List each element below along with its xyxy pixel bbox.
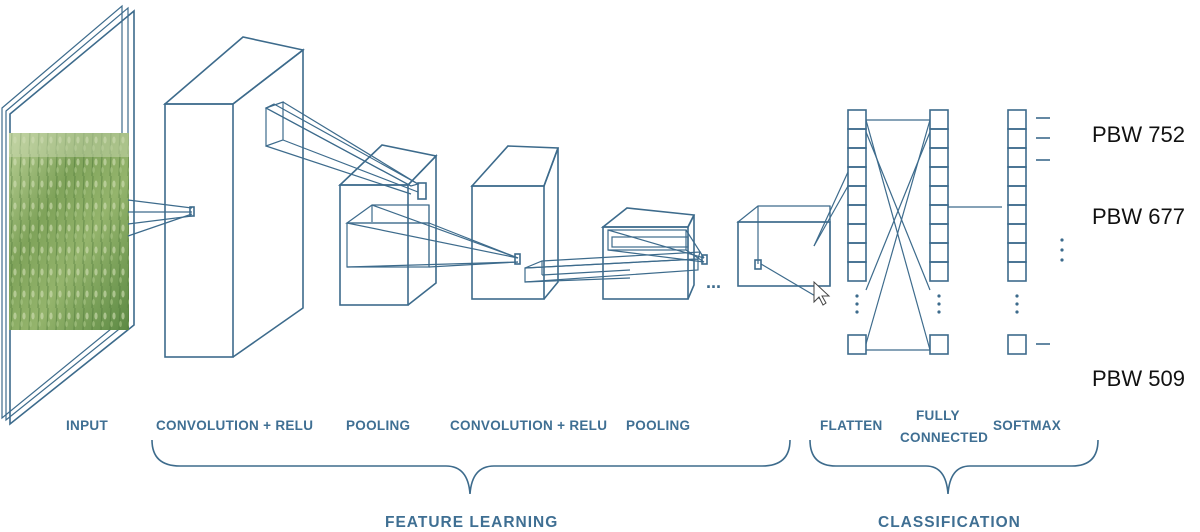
fc-neuron [929,128,949,149]
softmax-neuron [1007,223,1027,244]
fc-neuron [929,109,949,130]
classification-brace [809,439,1099,495]
fully-connected-column [929,109,949,355]
flatten-neuron [847,185,867,206]
flatten-neuron [847,334,867,355]
label-softmax: SOFTMAX [993,418,1061,433]
fc-neuron [929,334,949,355]
fc-neuron [929,261,949,282]
input-layer [1,4,195,426]
softmax-ellipsis-dot [1015,310,1019,314]
group-feature-learning: FEATURE LEARNING [385,514,558,531]
conv2-volume [470,145,701,300]
feature-learning-brace [151,439,791,495]
flatten-neuron [847,128,867,149]
label-input: INPUT [66,418,108,433]
label-connected: CONNECTED [900,430,988,445]
output-class-1: PBW 752 [1092,122,1185,147]
flatten-ellipsis-dot [855,302,859,306]
softmax-neuron [1007,185,1027,206]
dense-connections [865,119,1002,351]
flatten-column [847,109,867,355]
fc-neuron [929,166,949,187]
label-flatten: FLATTEN [820,418,883,433]
flatten-neuron [847,109,867,130]
fc-ellipsis-dot [937,310,941,314]
wheat-photo [9,133,129,330]
flatten-neuron [847,166,867,187]
fc-neuron [929,147,949,168]
flatten-ellipsis-dot [855,310,859,314]
output-class-2: PBW 677 [1092,204,1185,229]
mouse-cursor-icon [813,280,831,306]
softmax-ellipsis-dot [1015,302,1019,306]
label-fully: FULLY [916,408,960,423]
pool1-volume [338,144,521,306]
softmax-neuron [1007,204,1027,225]
softmax-neuron [1007,109,1027,130]
softmax-neuron [1007,128,1027,149]
softmax-neuron [1007,242,1027,263]
fc-ellipsis-dot [937,294,941,298]
fc-neuron [929,242,949,263]
label-pool1: POOLING [346,418,410,433]
flatten-neuron [847,204,867,225]
softmax-neuron [1007,166,1027,187]
softmax-ellipsis-dot [1015,294,1019,298]
label-conv1: CONVOLUTION + RELU [156,418,313,433]
flatten-ellipsis-dot [855,294,859,298]
flatten-neuron [847,223,867,244]
output-class-3: PBW 509 [1092,366,1185,391]
softmax-column [1007,109,1027,355]
ellipsis-dots: ... [706,272,721,292]
conv1-volume [162,36,420,358]
pool2-volume [600,207,708,300]
last-feature-map [736,171,849,306]
fc-neuron [929,204,949,225]
label-pool2: POOLING [626,418,690,433]
flatten-neuron [847,261,867,282]
softmax-neuron [1007,261,1027,282]
group-classification: CLASSIFICATION [878,514,1021,531]
fc-neuron [929,223,949,244]
output-ticks [1036,117,1064,345]
fc-neuron [929,185,949,206]
fc-ellipsis-dot [937,302,941,306]
flatten-neuron [847,147,867,168]
flatten-neuron [847,242,867,263]
softmax-neuron [1007,147,1027,168]
label-conv2: CONVOLUTION + RELU [450,418,607,433]
softmax-neuron [1007,334,1027,355]
